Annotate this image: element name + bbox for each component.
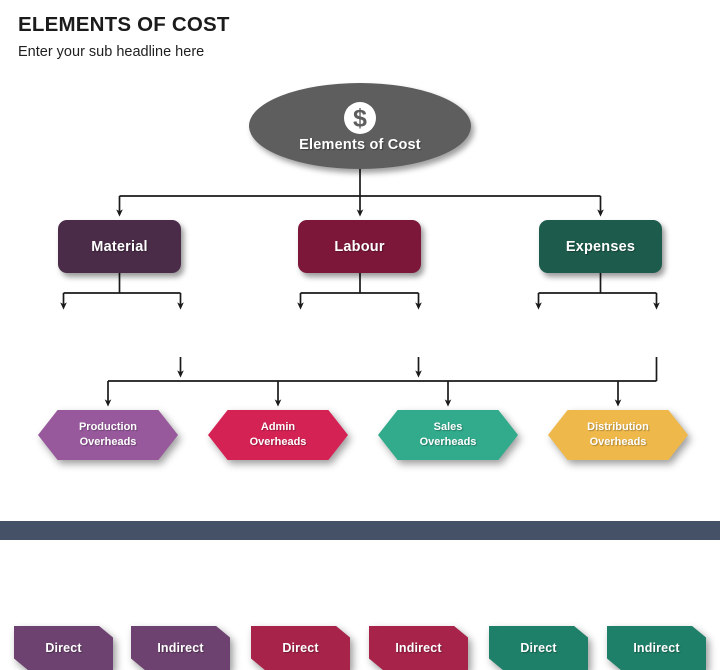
node-material[interactable]: Material xyxy=(58,220,181,273)
node-distribution-overheads-line2: Overheads xyxy=(589,436,647,448)
node-expenses-indirect-label: Indirect xyxy=(633,641,680,655)
node-material-indirect-wrap: Indirect xyxy=(131,313,230,670)
node-distribution-overheads-line1: Distribution xyxy=(587,421,649,434)
node-labour-indirect[interactable]: Indirect xyxy=(369,626,468,670)
node-labour-indirect-wrap: Indirect xyxy=(369,313,468,670)
node-material-direct-wrap: Direct xyxy=(14,313,113,670)
node-expenses-direct-label: Direct xyxy=(520,641,557,655)
node-sales-overheads-wrap: Sales Overheads xyxy=(378,410,518,460)
node-production-overheads-wrap: Production Overheads xyxy=(38,410,178,460)
node-production-overheads[interactable]: Production Overheads xyxy=(38,410,178,460)
slide-canvas: ELEMENTS OF COST Enter your sub headline… xyxy=(0,13,720,670)
node-admin-overheads-line2: Overheads xyxy=(249,436,307,448)
dollar-circle-icon: $ xyxy=(344,101,376,134)
node-distribution-overheads[interactable]: Distribution Overheads xyxy=(548,410,688,460)
node-material-indirect[interactable]: Indirect xyxy=(131,626,230,670)
header: ELEMENTS OF COST Enter your sub headline… xyxy=(18,13,578,60)
node-expenses[interactable]: Expenses xyxy=(539,220,662,273)
node-admin-overheads-wrap: Admin Overheads xyxy=(208,410,348,460)
node-sales-overheads-line1: Sales xyxy=(433,421,463,434)
node-production-overheads-line1: Production xyxy=(78,421,138,434)
node-production-overheads-line2: Overheads xyxy=(79,436,137,448)
node-material-label: Material xyxy=(91,238,148,255)
node-labour-direct-label: Direct xyxy=(282,641,319,655)
node-material-indirect-label: Indirect xyxy=(157,641,204,655)
svg-text:$: $ xyxy=(353,104,367,132)
node-admin-overheads-line1: Admin xyxy=(260,421,296,434)
node-expenses-direct-wrap: Direct xyxy=(489,313,588,670)
node-sales-overheads-line2: Overheads xyxy=(419,436,477,448)
node-expenses-label: Expenses xyxy=(565,238,636,255)
node-sales-overheads[interactable]: Sales Overheads xyxy=(378,410,518,460)
node-material-direct-label: Direct xyxy=(45,641,82,655)
node-material-direct[interactable]: Direct xyxy=(14,626,113,670)
page-subtitle: Enter your sub headline here xyxy=(18,43,205,60)
node-expenses-indirect-wrap: Indirect xyxy=(607,313,706,670)
node-labour-direct[interactable]: Direct xyxy=(251,626,350,670)
node-labour-indirect-label: Indirect xyxy=(395,641,442,655)
root-node-label: Elements of Cost xyxy=(299,136,421,153)
node-labour-direct-wrap: Direct xyxy=(251,313,350,670)
footer-bar xyxy=(0,521,720,540)
node-labour-label: Labour xyxy=(334,238,385,255)
page-title: ELEMENTS OF COST xyxy=(18,13,230,36)
node-expenses-indirect[interactable]: Indirect xyxy=(607,626,706,670)
node-expenses-direct[interactable]: Direct xyxy=(489,626,588,670)
node-admin-overheads[interactable]: Admin Overheads xyxy=(208,410,348,460)
node-distribution-overheads-wrap: Distribution Overheads xyxy=(548,410,688,460)
node-labour[interactable]: Labour xyxy=(298,220,421,273)
root-node-elements-of-cost[interactable]: $ Elements of Cost xyxy=(249,83,471,169)
